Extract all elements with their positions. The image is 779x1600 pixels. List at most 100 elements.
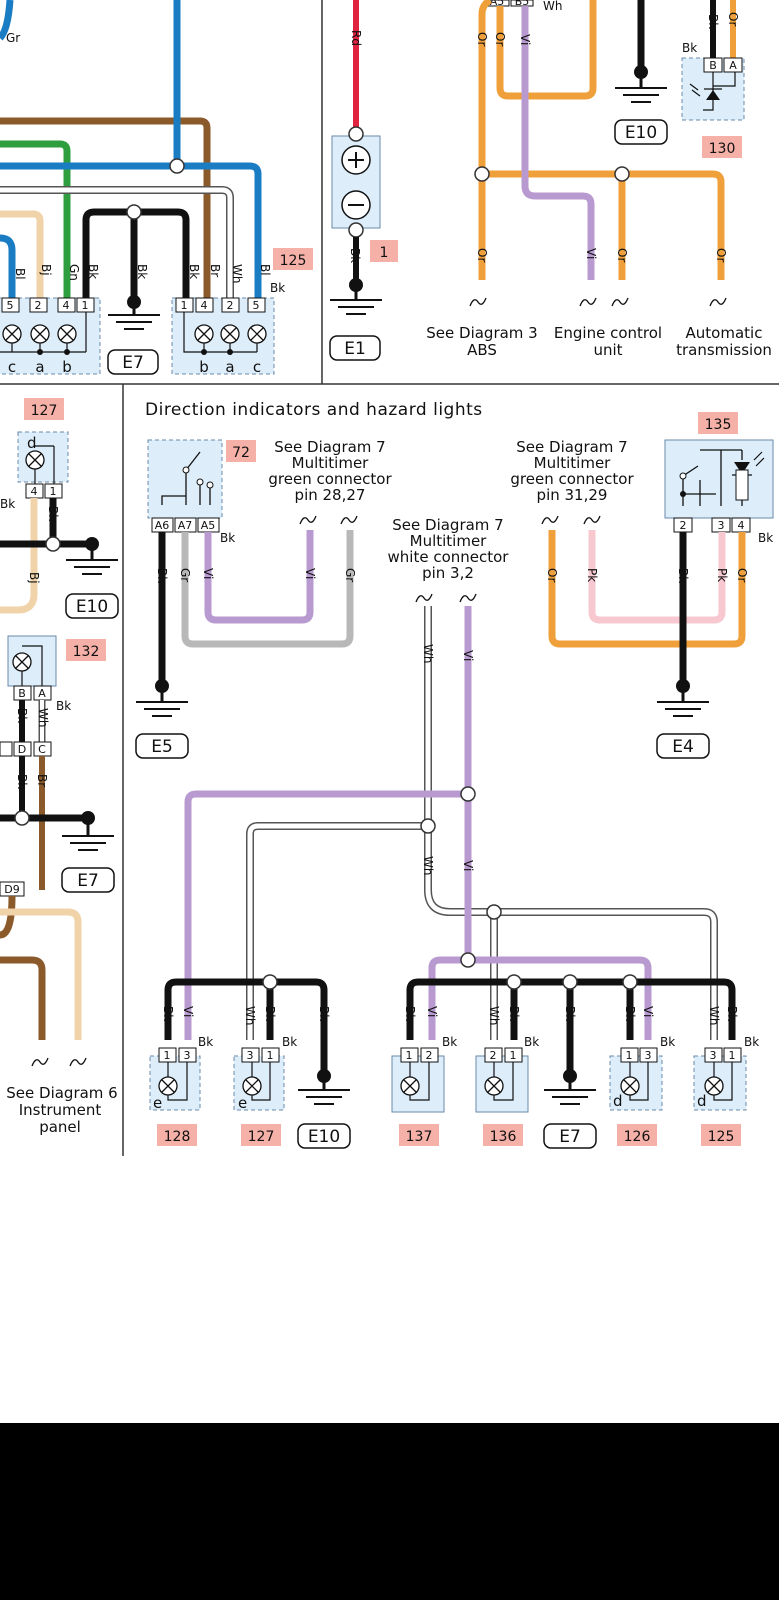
wire-label-bj: Bj xyxy=(39,264,53,276)
wire-label-wh: Wh xyxy=(707,1006,721,1025)
note-text: See Diagram 7 xyxy=(516,438,627,456)
wire-label-or: Or xyxy=(475,32,489,46)
wire-label-wh: Wh xyxy=(487,1006,501,1025)
ref-badge xyxy=(698,412,738,434)
wire-label-bk: Bk xyxy=(348,248,362,263)
wire-label-bl: Bl xyxy=(258,264,272,276)
wire-label-wh: Wh xyxy=(243,1006,257,1025)
pin-label: 3 xyxy=(645,1049,652,1062)
lamp-137: 1 2 xyxy=(391,1047,445,1113)
wire-label-bk: Bk xyxy=(155,568,169,583)
earth-label: E5 xyxy=(151,737,173,757)
wire-label-bk: Bk xyxy=(563,1006,577,1021)
pin-label: 5 xyxy=(253,299,260,312)
note-text: pin 3,2 xyxy=(422,564,474,582)
wire-label-or: Or xyxy=(615,248,629,262)
pin-label: D xyxy=(18,743,26,756)
ref-label: 130 xyxy=(709,141,736,157)
lamp-icon xyxy=(2,324,22,344)
component-lamp-cluster-left: 5 2 4 1 c a b xyxy=(0,297,101,376)
note-text: Engine control xyxy=(554,324,662,342)
top-left-section: Gr E7 Bl Bj Gn Bk xyxy=(0,0,313,376)
note-text: pin 28,27 xyxy=(295,486,366,504)
note-text: transmission xyxy=(676,341,772,359)
wire-label-or: Or xyxy=(726,12,740,26)
lamp-126: 1 3 d xyxy=(609,1047,663,1111)
lamp-icon xyxy=(400,1076,420,1096)
lamp-letter: c xyxy=(8,358,16,376)
lamp-letter: e xyxy=(153,1094,162,1112)
lamp-icon xyxy=(12,652,32,672)
pin-label: 3 xyxy=(247,1049,254,1062)
ref-label: 72 xyxy=(232,445,250,461)
ref-badge xyxy=(24,398,64,420)
ref-label: 126 xyxy=(624,1129,651,1145)
note-text: unit xyxy=(593,341,622,359)
pin-label: 3 xyxy=(718,519,725,532)
wire-label-bk: Bk xyxy=(676,568,690,583)
note-text: pin 31,29 xyxy=(537,486,608,504)
pin-label: C xyxy=(38,743,46,756)
section-title: Direction indicators and hazard lights xyxy=(145,400,483,420)
note-text: panel xyxy=(39,1118,81,1136)
pin-label: A5 xyxy=(490,0,505,8)
pin-label: 1 xyxy=(82,299,89,312)
pin-label: 2 xyxy=(227,299,234,312)
wire-label-bk: Bk xyxy=(46,506,60,521)
wire-label-bk: Bk xyxy=(507,1006,521,1021)
note-text: Multitimer xyxy=(410,532,488,550)
wire-label-pk: Pk xyxy=(715,568,729,582)
wire-label-bk: Bk xyxy=(744,1035,759,1049)
wire-label-vi: Vi xyxy=(181,1006,195,1017)
pin-label: 1 xyxy=(164,1049,171,1062)
pin-label: 2 xyxy=(490,1049,497,1062)
lamp-letter: c xyxy=(253,358,261,376)
ref-label: 128 xyxy=(164,1129,191,1145)
wire-label-br: Br xyxy=(35,774,49,787)
lamp-icon xyxy=(242,1076,262,1096)
note-text: ABS xyxy=(467,341,497,359)
lamp-icon xyxy=(57,324,77,344)
lamp-letter: d xyxy=(27,434,37,452)
lamp-127: 3 1 e xyxy=(233,1047,285,1112)
pin-label: A7 xyxy=(178,519,193,532)
wire-label-vi: Vi xyxy=(461,860,475,871)
pin-label: B5 xyxy=(515,0,530,8)
wire-label-bk: Bk xyxy=(135,264,149,279)
pin-label: A6 xyxy=(155,519,170,532)
pin-label: A xyxy=(38,687,46,700)
wire-label-br: Br xyxy=(208,264,222,277)
wire-label-bk: Bk xyxy=(660,1035,675,1049)
wire-label-wh: Wh xyxy=(36,708,50,727)
wire-label-bk: Bk xyxy=(15,708,29,723)
note-text: Multitimer xyxy=(534,454,612,472)
wire-label-gr: Gr xyxy=(343,568,357,582)
ref-label: 136 xyxy=(490,1129,517,1145)
relay-led-icon xyxy=(679,449,765,506)
ref-badge xyxy=(226,440,256,462)
lamp-letter: a xyxy=(35,358,44,376)
wire-label-vi: Vi xyxy=(461,650,475,661)
wire-label-vi: Vi xyxy=(584,248,598,259)
wire-label-vi: Vi xyxy=(425,1006,439,1017)
pin-label: 1 xyxy=(510,1049,517,1062)
battery-section: Rd Bk E1 1 xyxy=(329,0,398,361)
lamp-icon xyxy=(220,324,240,344)
lamp-letter: d xyxy=(613,1092,623,1110)
earth-label: E7 xyxy=(559,1127,581,1147)
wire-label-or: Or xyxy=(475,248,489,262)
pin-label: B xyxy=(709,59,717,72)
wire-label-bk: Bk xyxy=(161,1006,175,1021)
pin-label: 2 xyxy=(426,1049,433,1062)
wire-label-bl: Bl xyxy=(13,268,27,280)
ref-badge xyxy=(617,1124,657,1146)
pin-label: 4 xyxy=(63,299,70,312)
ref-badge xyxy=(241,1124,281,1146)
pin-label: 1 xyxy=(729,1049,736,1062)
left-column-lower: 127 d 4 1 Bk Bj Bk E10 B xyxy=(0,398,119,1136)
wire-label-wh: Wh xyxy=(421,644,435,663)
pin-label: D9 xyxy=(4,883,19,896)
wire-label-bk: Bk xyxy=(442,1035,457,1049)
wire-label-bk: Bk xyxy=(623,1006,637,1021)
